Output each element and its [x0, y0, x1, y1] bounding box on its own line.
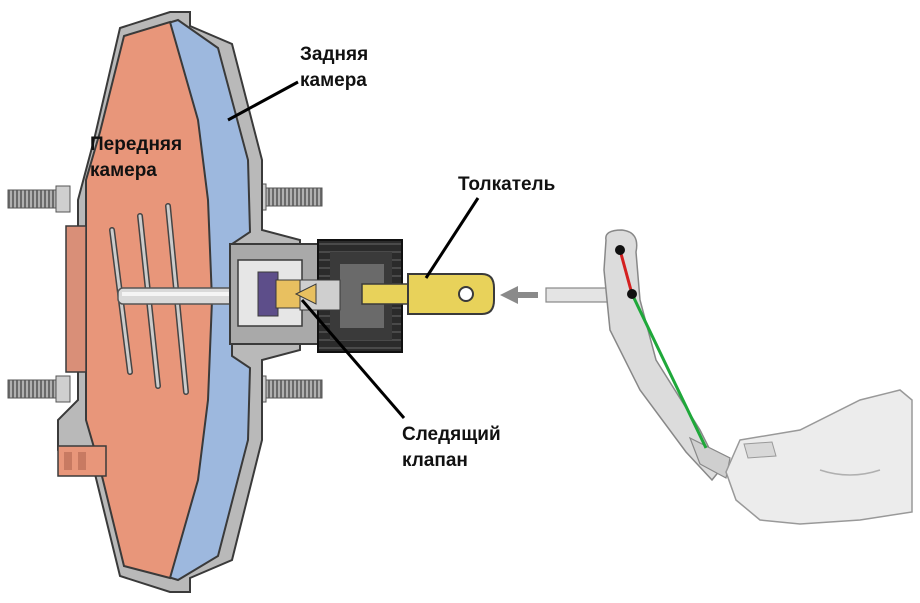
label-tracking-valve-line1: Следящий: [402, 424, 501, 445]
tracking-valve: [294, 279, 341, 311]
pedal-lever-lines: [615, 245, 708, 449]
rod-joint-icon: [627, 289, 637, 299]
label-rear-chamber-line2: камера: [300, 70, 367, 91]
leader-lines: [227, 80, 480, 419]
label-pushrod-text: Толкатель: [458, 174, 556, 195]
label-tracking-valve: Следящий клапан: [402, 422, 501, 474]
label-rear-chamber-line1: Задняя: [300, 44, 369, 65]
front-mounting-studs: [7, 185, 71, 403]
rubber-boot: [317, 239, 403, 353]
label-front-chamber-line1: Передняя: [90, 134, 183, 155]
pedal-pivot-icon: [615, 245, 625, 255]
label-rear-chamber: Задняя камера: [300, 42, 368, 94]
front-housing-flank: [65, 225, 87, 373]
leader-tracking-valve: [300, 299, 406, 419]
vacuum-inlet-fitting: [57, 445, 107, 477]
label-front-chamber: Передняя камера: [90, 132, 182, 184]
label-pushrod: Толкатель: [458, 172, 555, 198]
pushrod: [361, 273, 495, 315]
brake-pedal: [603, 229, 731, 482]
label-tracking-valve-line2: клапан: [402, 450, 468, 471]
arrow-left-icon: [500, 286, 538, 304]
leader-rear-chamber: [227, 80, 299, 122]
foot-shoe: [725, 389, 913, 525]
label-front-chamber-line2: камера: [90, 160, 157, 181]
leader-pushrod: [424, 197, 480, 279]
